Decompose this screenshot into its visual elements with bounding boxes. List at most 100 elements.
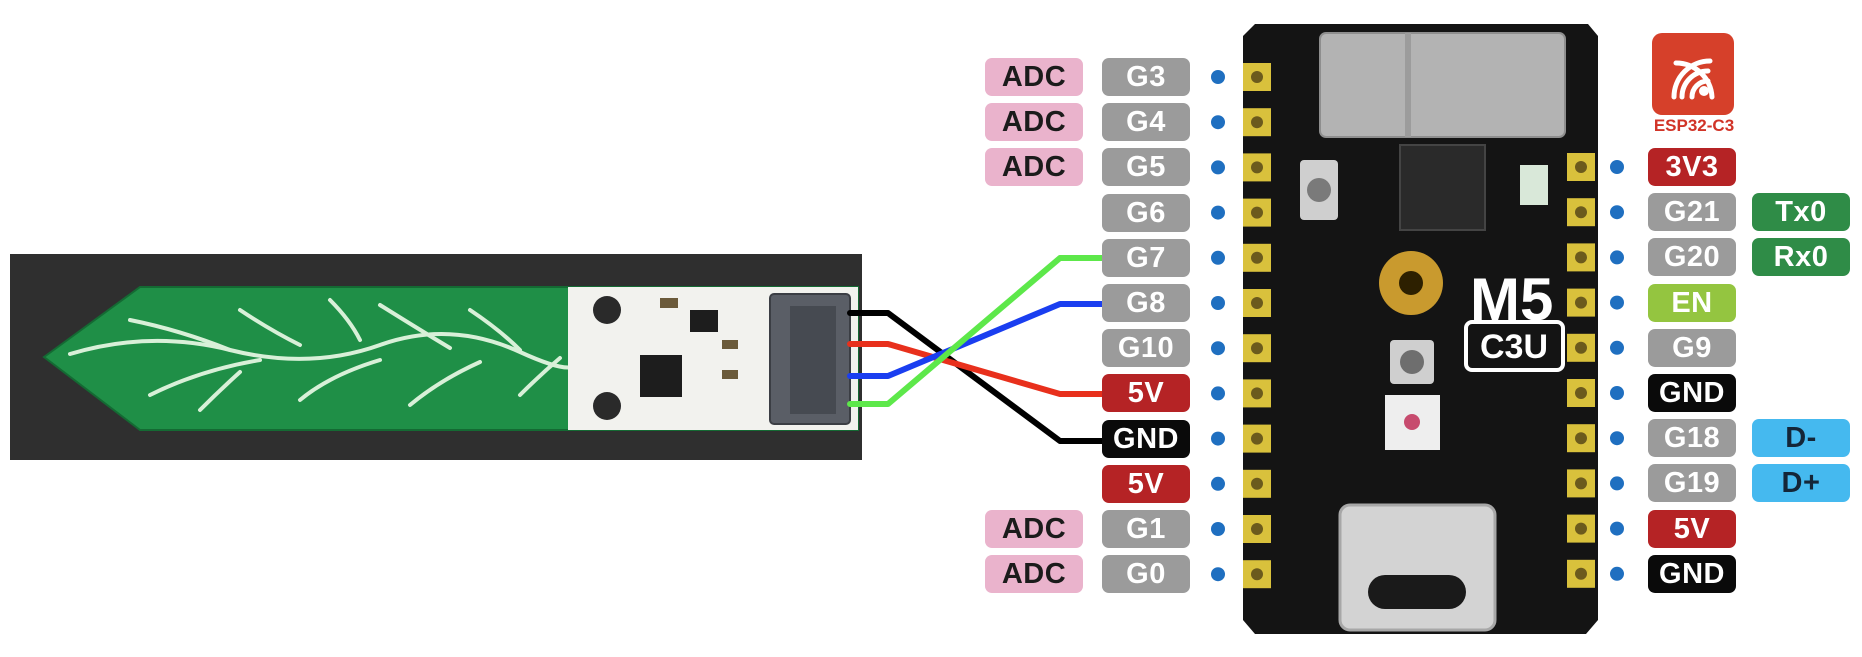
pin-dot [1211, 431, 1225, 446]
boot-button-cap [1400, 350, 1424, 374]
header-pad-hole [1251, 568, 1263, 581]
pin-name-label: G18 [1648, 419, 1736, 458]
pin-dot [1610, 295, 1624, 310]
soil-moisture-sensor [10, 254, 862, 460]
header-pad-hole [1251, 432, 1263, 445]
pin-dot [1211, 522, 1225, 536]
pin-name-label: 5V [1102, 464, 1190, 503]
pin-function-label: D- [1752, 419, 1850, 458]
status-led [1520, 165, 1548, 205]
pin-name-label: G21 [1648, 193, 1736, 232]
header-pad-hole [1251, 342, 1263, 355]
pin-dot [1211, 567, 1225, 582]
pin-name-label: G5 [1102, 148, 1190, 187]
pin-dot [1211, 250, 1225, 265]
header-pad-hole [1575, 432, 1587, 445]
rgb-led-die [1404, 414, 1420, 430]
header-pad-hole [1575, 387, 1587, 399]
pin-name-label: GND [1648, 554, 1736, 593]
pin-name-label: G1 [1102, 510, 1190, 548]
pin-dot [1211, 476, 1225, 491]
header-pad-hole [1251, 161, 1263, 174]
sensor-passive [660, 298, 678, 308]
pin-function-label: Rx0 [1752, 238, 1850, 277]
pin-name-label: G7 [1102, 238, 1190, 277]
pin-name-label: G8 [1102, 284, 1190, 322]
pin-name-label: 5V [1102, 374, 1190, 413]
espressif-logo-mark [1671, 58, 1715, 100]
mounting-hole [593, 392, 621, 420]
pin-dot [1211, 296, 1225, 310]
pin-name-label: 5V [1648, 509, 1736, 548]
header-pad-hole [1251, 206, 1263, 219]
reset-button-cap [1307, 178, 1331, 202]
usb-c-port [1338, 503, 1497, 632]
pin-dot [1610, 431, 1624, 446]
pin-name-label: GND [1648, 374, 1736, 412]
pin-name-label: G20 [1648, 238, 1736, 277]
wire-blue [847, 301, 1111, 379]
mounting-hole [593, 296, 621, 324]
board-model-box [1464, 320, 1565, 372]
mounting-screw-hole [1399, 271, 1423, 295]
pin-dot [1610, 566, 1624, 581]
esp32-c3-chip [1399, 144, 1486, 231]
header-pad-hole [1575, 522, 1587, 535]
pin-name-label: G6 [1102, 193, 1190, 232]
usb-c-opening [1368, 575, 1466, 609]
header-pads [1243, 63, 1595, 589]
pin-dot [1211, 341, 1225, 356]
pin-name-label: G0 [1102, 555, 1190, 594]
header-pad-hole [1251, 297, 1263, 309]
pin-dot [1211, 115, 1225, 130]
pin-function-label: ADC [985, 58, 1083, 96]
moisture-traces [68, 298, 580, 412]
m5-stamp-c3u-board: M5 C3U [1243, 24, 1598, 634]
pin-dot [1610, 250, 1624, 265]
wire-black [847, 310, 1111, 444]
pin-dot [1211, 70, 1225, 84]
pin-name-label: G3 [1102, 58, 1190, 96]
pin-dot [1610, 160, 1624, 174]
pin-dot [1610, 340, 1624, 355]
pin-dot [1610, 521, 1624, 536]
pin-name-label: EN [1648, 283, 1736, 322]
sensor-passive [722, 340, 738, 349]
pin-dot [1610, 386, 1624, 400]
wire-group [847, 255, 1111, 444]
pin-dot [1211, 386, 1225, 401]
pin-function-label: D+ [1752, 464, 1850, 503]
header-pad-hole [1251, 251, 1263, 264]
board-model-text: C3U [1480, 328, 1548, 366]
pin-dot [1610, 476, 1624, 491]
header-pad-hole [1251, 387, 1263, 400]
pin-name-label: 3V3 [1648, 148, 1736, 186]
sensor-passive [722, 370, 738, 379]
espressif-logo-icon [1652, 33, 1734, 115]
pin-name-label: G9 [1648, 328, 1736, 367]
header-pad-hole [1251, 116, 1263, 129]
pin-name-label: G4 [1102, 103, 1190, 142]
pin-function-label: ADC [985, 103, 1083, 142]
pin-dot [1610, 205, 1624, 220]
wire-green [847, 255, 1111, 407]
pin-name-label: G19 [1648, 464, 1736, 503]
header-pad-hole [1575, 341, 1587, 354]
pin-function-label: ADC [985, 555, 1083, 594]
pin-name-label: G10 [1102, 329, 1190, 368]
pin-dots [1211, 70, 1624, 582]
header-pad-hole [1251, 71, 1263, 83]
wifi-shield-seam [1405, 33, 1411, 137]
header-pad-hole [1251, 523, 1263, 535]
pin-function-label: ADC [985, 148, 1083, 187]
header-pad-hole [1575, 161, 1587, 173]
wifi-shield [1319, 32, 1566, 138]
header-pad-hole [1575, 567, 1587, 580]
sensor-connector-slot [790, 306, 836, 414]
pin-dot [1211, 205, 1225, 220]
pin-dot [1211, 160, 1225, 175]
logo-caption: ESP32-C3 [1653, 116, 1735, 135]
sensor-chip [640, 355, 682, 397]
